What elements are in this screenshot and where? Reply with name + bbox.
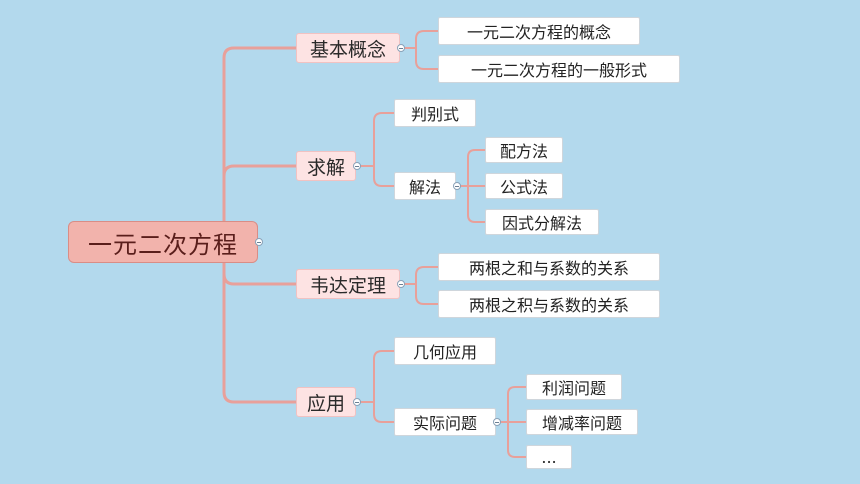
connector-line bbox=[373, 402, 394, 423]
connector-line bbox=[415, 48, 438, 70]
connector-line bbox=[415, 284, 438, 305]
connector-line bbox=[222, 46, 296, 242]
leaf-quadratic-formula[interactable]: 公式法 bbox=[485, 173, 563, 199]
subtopic-practical-problems[interactable]: 实际问题 bbox=[394, 408, 496, 436]
connector-line bbox=[467, 149, 485, 186]
leaf-factorization[interactable]: 因式分解法 bbox=[485, 209, 599, 235]
connector-line bbox=[222, 242, 296, 404]
leaf-general-form[interactable]: 一元二次方程的一般形式 bbox=[438, 55, 680, 83]
branch-basic-concepts[interactable]: 基本概念 bbox=[296, 33, 400, 63]
collapse-toggle-icon[interactable] bbox=[397, 280, 405, 288]
leaf-completing-square[interactable]: 配方法 bbox=[485, 137, 563, 163]
leaf-growth-rate-problems[interactable]: 增减率问题 bbox=[526, 409, 638, 435]
leaf-product-of-roots[interactable]: 两根之积与系数的关系 bbox=[438, 290, 660, 318]
connector-line bbox=[373, 112, 394, 166]
connector-line bbox=[415, 30, 438, 48]
leaf-discriminant[interactable]: 判别式 bbox=[394, 99, 476, 127]
connector-line bbox=[467, 186, 485, 223]
leaf-geometry-applications[interactable]: 几何应用 bbox=[394, 337, 496, 365]
collapse-toggle-icon[interactable] bbox=[255, 238, 263, 246]
connector-line bbox=[507, 422, 526, 458]
branch-solving[interactable]: 求解 bbox=[296, 151, 356, 181]
collapse-toggle-icon[interactable] bbox=[397, 44, 405, 52]
connector-line bbox=[373, 166, 394, 187]
leaf-ellipsis[interactable]: ... bbox=[526, 445, 572, 469]
leaf-definition[interactable]: 一元二次方程的概念 bbox=[438, 17, 640, 45]
connector-line bbox=[222, 164, 296, 242]
connector-line bbox=[507, 386, 526, 422]
leaf-profit-problems[interactable]: 利润问题 bbox=[526, 374, 622, 400]
leaf-sum-of-roots[interactable]: 两根之和与系数的关系 bbox=[438, 253, 660, 281]
connector-line bbox=[373, 350, 394, 402]
collapse-toggle-icon[interactable] bbox=[353, 398, 361, 406]
collapse-toggle-icon[interactable] bbox=[493, 418, 501, 426]
branch-applications[interactable]: 应用 bbox=[296, 387, 356, 417]
collapse-toggle-icon[interactable] bbox=[353, 162, 361, 170]
root-topic[interactable]: 一元二次方程 bbox=[68, 221, 258, 263]
connector-line bbox=[415, 266, 438, 284]
subtopic-methods[interactable]: 解法 bbox=[394, 172, 456, 200]
branch-vieta-theorem[interactable]: 韦达定理 bbox=[296, 269, 400, 299]
collapse-toggle-icon[interactable] bbox=[453, 182, 461, 190]
